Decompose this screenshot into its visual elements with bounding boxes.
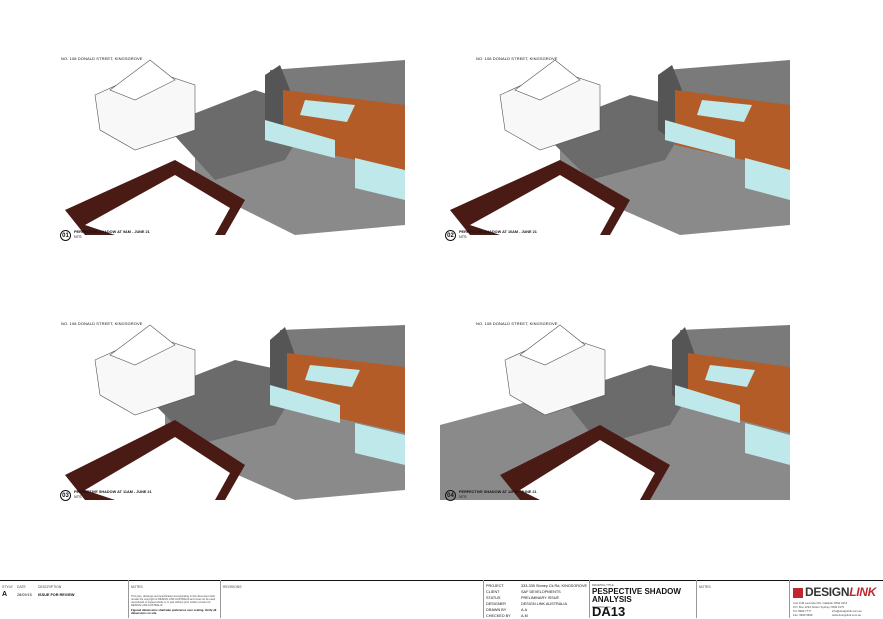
view-number: 04	[445, 490, 456, 501]
divider	[789, 580, 790, 618]
view-title: PERFECTIVE SHADOW AT 11AM - JUNE 21	[74, 490, 152, 494]
view-title: PERFECTIVE SHADOW AT 9AM - JUNE 21	[74, 230, 150, 234]
contact-fax: Fax: 9999 9999	[793, 613, 813, 617]
revision-letter: A	[2, 591, 8, 598]
rev-header: STYLE	[2, 585, 13, 589]
shadow-rendering-2	[440, 59, 790, 235]
contact-email: info@designlink.com.au	[832, 609, 862, 613]
drawing-title-line2: ANALYSIS	[592, 595, 632, 604]
view-scale: NTS	[74, 234, 82, 239]
divider	[220, 580, 221, 618]
view-title: PERFECTIVE SHADOW AT 10AM - JUNE 21	[459, 230, 537, 234]
title-block: STYLE DATE DESCRIPTION A 28/09/15 ISSUE …	[0, 580, 883, 619]
company-logo: DESIGNLINK	[805, 585, 877, 599]
view-number: 03	[60, 490, 71, 501]
designer-label: DESIGNER	[486, 602, 506, 606]
contact-web: www.designlink.com.au	[832, 613, 862, 617]
checked-by-label: CHECKED BY	[486, 614, 511, 618]
view-scale: NTS	[74, 494, 82, 499]
project-value: 333-339 Stoney Ck Rd, KINGSGROVE	[521, 584, 588, 588]
address-label: NO. 108 DONALD STREET, KINGSGROVE	[61, 56, 143, 61]
designer-value: DESIGN LINK AUSTRALIA	[521, 602, 567, 606]
notes-warning: Figured dimensions shall take preference…	[131, 608, 217, 616]
shadow-rendering-3	[55, 324, 405, 500]
view-scale: NTS	[459, 234, 467, 239]
divider	[483, 580, 484, 618]
contact-address: Unit 1/36 Lavender Rd, Oakdale NSW 2214	[793, 601, 848, 605]
notes2-header: NOTES	[699, 585, 711, 589]
date-header: DATE	[17, 585, 26, 589]
checked-by-value: A.M	[521, 614, 528, 618]
perspective-view-1: NO. 108 DONALD STREET, KINGSGROVE	[55, 50, 405, 235]
divider	[589, 580, 590, 618]
project-label: PROJECT	[486, 584, 504, 588]
revision-description: ISSUE FOR REVIEW	[38, 593, 75, 597]
client-label: CLIENT	[486, 590, 500, 594]
shadow-rendering-4	[440, 324, 790, 500]
drawing-no-header: DRAWING NO.	[592, 605, 612, 609]
revision-date: 28/09/15	[17, 593, 32, 597]
drawing-title-line1: PESPECTIVE SHADOW	[592, 587, 681, 596]
address-label: NO. 108 DONALD STREET, KINGSGROVE	[476, 321, 558, 326]
contact-po-box: P.O. Box 1234 Sutton Sydney NSW 2175	[793, 605, 845, 609]
divider	[128, 580, 129, 618]
perspective-view-2: NO. 108 DONALD STREET, KINGSGROVE	[440, 50, 790, 235]
drawn-by-label: DRAWN BY	[486, 608, 507, 612]
perspective-view-4: NO. 108 DONALD STREET, KINGSGROVE	[440, 315, 790, 500]
status-label: STATUS	[486, 596, 501, 600]
contact-tel: Tel: 9999 7777	[793, 609, 812, 613]
perspective-view-3: NO. 108 DONALD STREET, KINGSGROVE	[55, 315, 405, 500]
view-number: 02	[445, 230, 456, 241]
notes-header: NOTES	[131, 585, 143, 589]
client-value: SAF DEVELOPMENTS	[521, 590, 561, 594]
status-value: PRELIMINARY ISSUE	[521, 596, 560, 600]
description-header: DESCRIPTION	[38, 585, 62, 589]
view-number: 01	[60, 230, 71, 241]
address-label: NO. 108 DONALD STREET, KINGSGROVE	[61, 321, 143, 326]
drawn-by-value: A.A	[521, 608, 528, 612]
notes-text: This plan, drawings and specification in…	[131, 595, 216, 607]
view-title: PERFECTIVE SHADOW AT 12PM - JUNE 21	[459, 490, 537, 494]
revisions-header: REVISIONS	[223, 585, 242, 589]
drawing-title-header: DRAWING TITLE	[592, 583, 614, 587]
view-scale: NTS	[459, 494, 467, 499]
divider	[696, 580, 697, 618]
logo-mark-icon	[793, 588, 803, 598]
address-label: NO. 108 DONALD STREET, KINGSGROVE	[476, 56, 558, 61]
shadow-rendering-1	[55, 59, 405, 235]
drawing-number: DA13	[592, 604, 626, 619]
